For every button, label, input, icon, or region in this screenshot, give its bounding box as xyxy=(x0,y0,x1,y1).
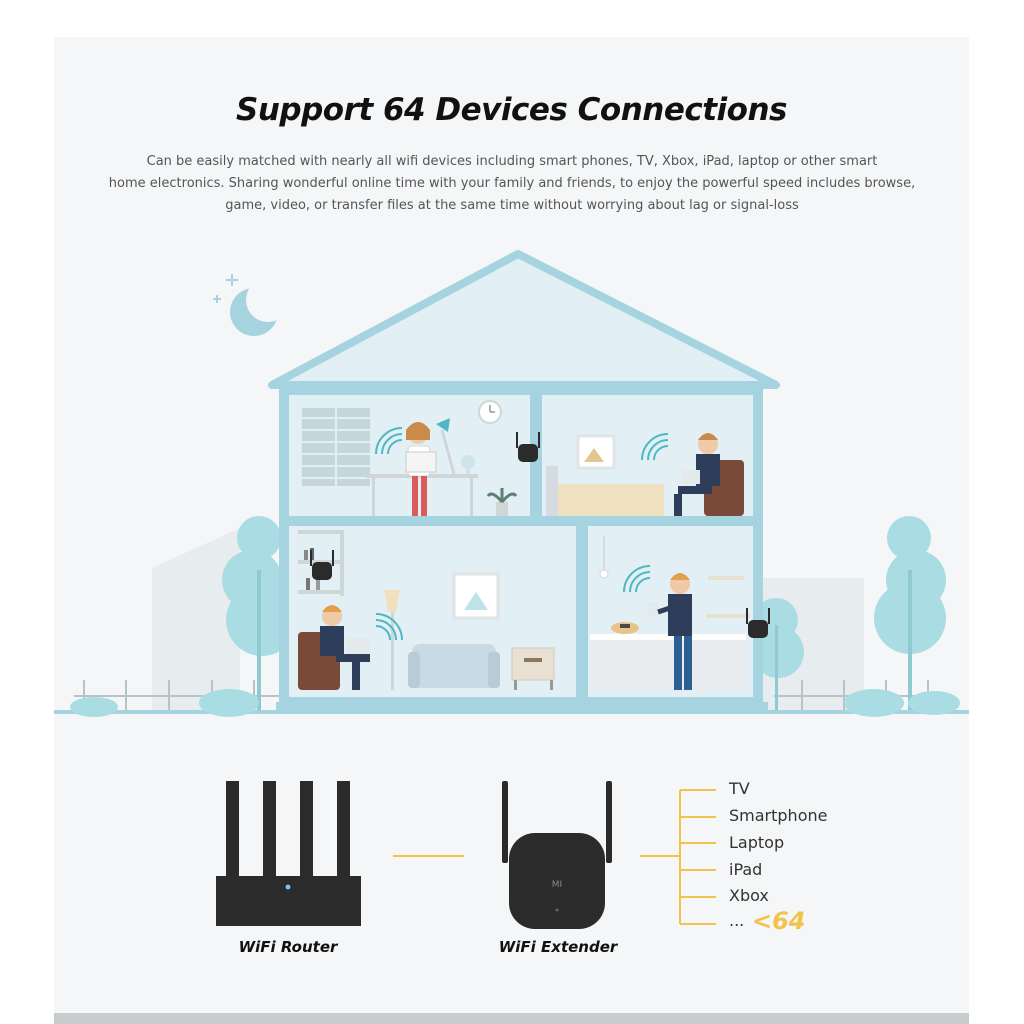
device-item-ipad: iPad xyxy=(729,860,763,879)
wifi-router xyxy=(216,781,361,926)
description: Can be easily matched with nearly all wi… xyxy=(80,151,944,217)
description-line: Can be easily matched with nearly all wi… xyxy=(146,154,878,169)
device-item-xbox: Xbox xyxy=(729,886,769,905)
house-illustration xyxy=(54,250,969,717)
sparkle-icon xyxy=(213,274,238,303)
moon-icon xyxy=(230,278,290,336)
device-item-more: ... xyxy=(729,911,745,930)
upper-right-room xyxy=(546,433,744,516)
extender-logo: MI xyxy=(552,880,562,890)
upper-left-room xyxy=(302,408,478,516)
page-title: Support 64 Devices Connections xyxy=(236,92,788,128)
device-limit: <64 xyxy=(752,907,806,935)
bottom-divider xyxy=(54,1013,969,1024)
wifi-signal-icon xyxy=(375,427,669,641)
lower-left-room xyxy=(298,530,555,690)
description-line: game, video, or transfer files at the sa… xyxy=(225,198,799,213)
device-item-tv: TV xyxy=(729,779,750,798)
plant xyxy=(486,488,518,516)
bushes xyxy=(70,689,960,717)
extender-label: WiFi Extender xyxy=(498,938,618,956)
description-line: home electronics. Sharing wonderful onli… xyxy=(108,176,916,191)
lower-right-room xyxy=(590,536,750,690)
device-item-smartphone: Smartphone xyxy=(729,806,828,825)
device-item-laptop: Laptop xyxy=(729,833,785,852)
wifi-extender xyxy=(502,781,612,929)
device-tree-lines xyxy=(640,789,716,925)
clock-icon xyxy=(478,400,502,424)
extender-icon xyxy=(310,432,770,638)
router-label: WiFi Router xyxy=(238,938,338,956)
